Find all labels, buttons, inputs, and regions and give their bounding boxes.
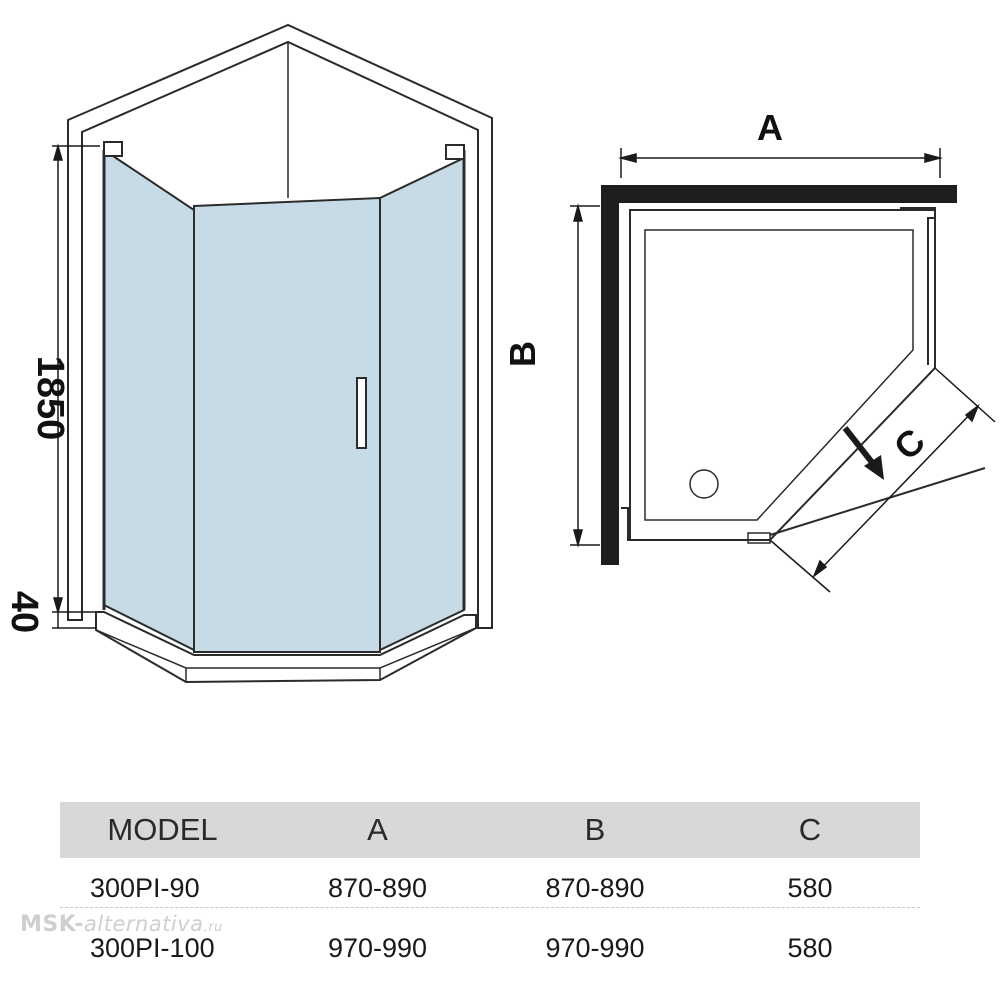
left-hinge (103, 141, 123, 157)
plan-back-wall (601, 185, 957, 203)
spec-table: MODEL A B C 300PI-90 870-890 870-890 580… (60, 802, 920, 978)
plan-tray-inner (644, 229, 914, 521)
cell-a: 870-890 (327, 872, 428, 903)
table-row: 300PI-100 970-990 970-990 580 (60, 918, 920, 978)
perspective-view (52, 23, 493, 684)
dimension-a-label: A (757, 107, 783, 148)
header-model: MODEL (107, 812, 218, 847)
back-wall-outline (67, 23, 493, 629)
header-a: A (367, 812, 388, 847)
cell-a: 970-990 (327, 932, 428, 963)
right-hinge (445, 144, 465, 160)
header-c: C (798, 812, 822, 847)
drain (689, 469, 719, 499)
cell-c: 580 (787, 932, 833, 963)
table-header: MODEL A B C (60, 802, 920, 858)
header-b: B (584, 812, 606, 847)
dimension-b-label: B (502, 341, 543, 367)
watermark-suffix: .ru (203, 920, 223, 935)
watermark-mark: a (84, 912, 98, 936)
row-divider (60, 907, 920, 908)
cell-c: 580 (787, 872, 833, 903)
dimension-a (618, 148, 943, 178)
cell-model: 300PI-90 (90, 872, 200, 903)
right-glass-panel (379, 156, 465, 652)
watermark-name: lternativa (97, 912, 204, 936)
plan-left-panel (621, 507, 760, 541)
height-dimension (52, 143, 100, 629)
plan-tray-outline (629, 209, 936, 541)
door-handle (356, 377, 367, 449)
cell-model: 300PI-100 (90, 932, 215, 963)
shower-tray (95, 611, 477, 684)
plan-view (570, 148, 996, 593)
cell-b: 870-890 (545, 872, 645, 903)
plan-right-panel (900, 207, 936, 365)
dimension-c (769, 367, 996, 593)
door-swing-line (769, 467, 986, 536)
dimension-b (570, 203, 600, 548)
door-glass-panel (193, 196, 381, 653)
left-glass-panel (103, 148, 195, 652)
cell-b: 970-990 (545, 932, 645, 963)
height-label: 1850 (29, 356, 71, 441)
watermark: MSK-alternativa.ru (20, 912, 223, 937)
base-height-label: 40 (3, 591, 45, 633)
watermark-prefix: MSK- (20, 912, 85, 937)
table-row: 300PI-90 870-890 870-890 580 (60, 858, 920, 918)
plan-side-wall (601, 185, 619, 565)
